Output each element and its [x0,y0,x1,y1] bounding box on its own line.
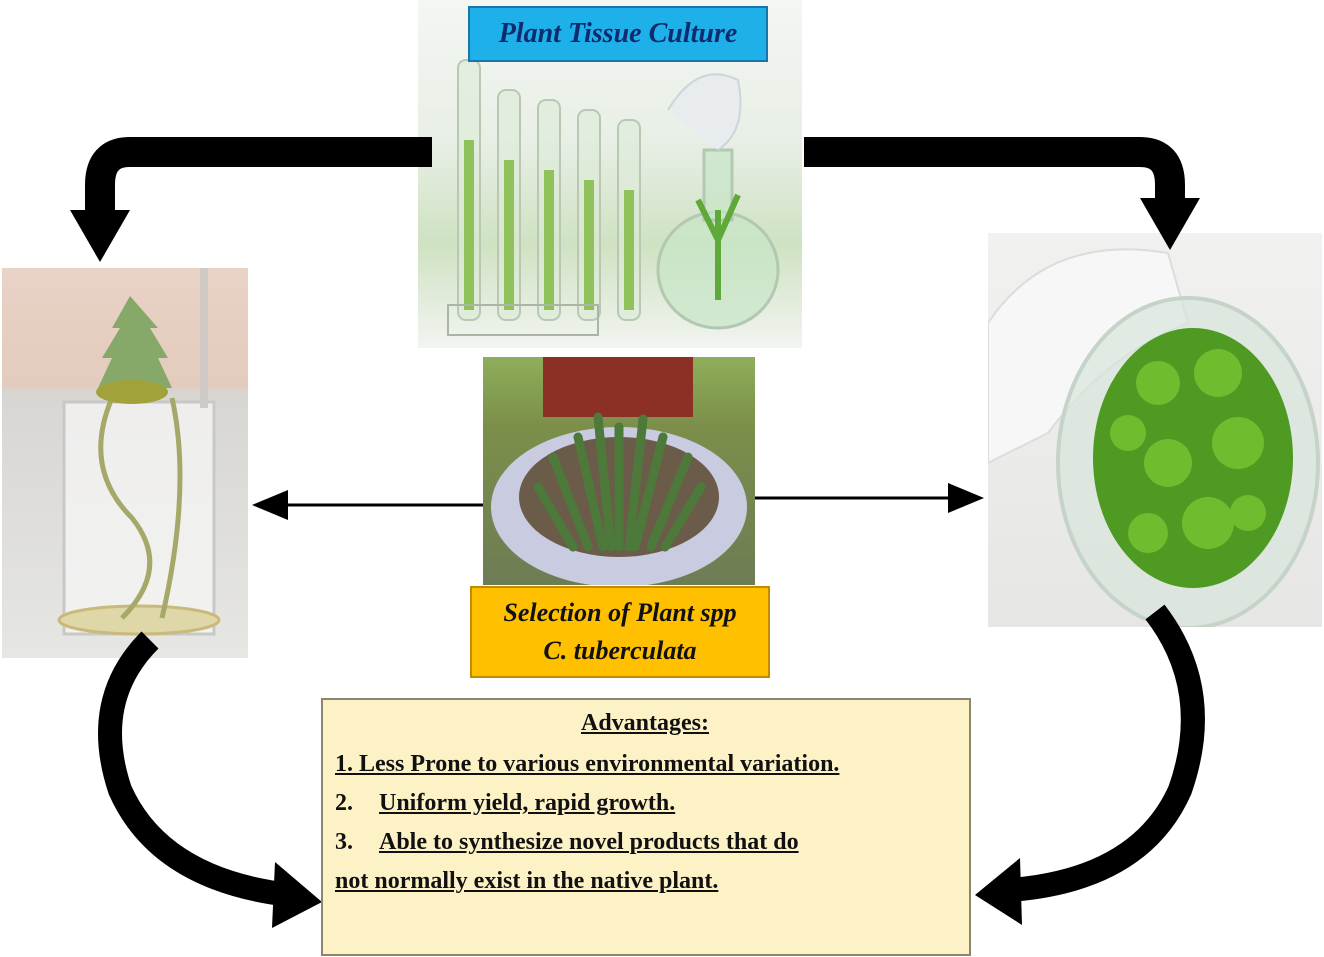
arrow-to-jar [85,137,432,212]
potted-plant-photo [483,357,755,585]
arrow-dish-to-advantages [1009,604,1205,902]
advantages-box: Advantages: 1. Less Prone to various env… [321,698,971,956]
advantage-item-3-continued-text: not normally exist in the native plant. [335,868,719,894]
arrow-to-dish-head [1140,198,1200,250]
arrow-to-dish [804,137,1185,200]
culture-jar-photo [2,268,248,658]
advantage-item-2: 2. Uniform yield, rapid growth. [335,784,955,823]
petri-dish-photo [988,233,1322,627]
advantage-item-3-text: Able to synthesize novel products that d… [379,829,799,855]
arrow-jar-to-advantages [98,631,292,907]
species-selection-box: Selection of Plant spp C. tuberculata [470,586,770,678]
title-box: Plant Tissue Culture [468,6,768,62]
test-tubes-illustration [447,59,780,336]
advantage-item-3: 3. Able to synthesize novel products that… [335,823,955,862]
advantages-heading: Advantages: [580,710,709,736]
arrow-dish-to-advantages-head [975,858,1022,925]
arrow-to-jar-head [70,210,130,262]
species-line-1: Selection of Plant spp [503,598,737,627]
advantage-item-2-number: 2. [335,790,353,816]
advantage-item-3-number: 3. [335,829,353,855]
culture-jar-illustration [57,268,221,636]
potted-succulent-illustration [491,357,747,585]
advantage-item-3-continued: not normally exist in the native plant. [335,862,955,901]
species-line-2: C. tuberculata [543,636,697,665]
diagram-title: Plant Tissue Culture [498,18,738,49]
advantage-item-1-text: 1. Less Prone to various environmental v… [335,751,840,777]
advantage-item-2-text: Uniform yield, rapid growth. [379,790,676,816]
advantage-item-1: 1. Less Prone to various environmental v… [335,745,955,784]
arrow-jar-to-advantages-head [272,862,322,928]
petri-dish-callus-illustration [988,248,1320,627]
